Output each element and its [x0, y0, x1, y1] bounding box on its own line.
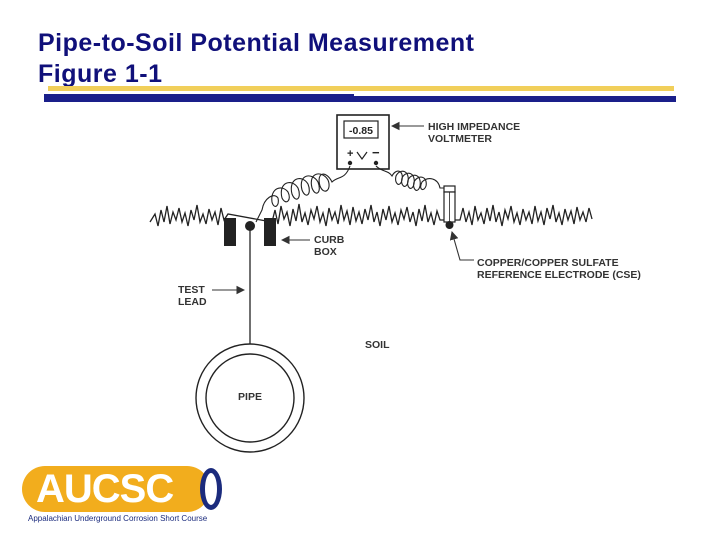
voltmeter-label-line-2: VOLTMETER: [428, 133, 492, 145]
voltmeter-display: [343, 120, 379, 139]
pipe-inner-wall: [205, 353, 295, 443]
curb-box-right-wall: [264, 218, 276, 246]
electrode-label-line-2: REFERENCE ELECTRODE (CSE): [477, 269, 641, 281]
reference-electrode-tip: [445, 221, 454, 229]
electrode-label-line-1: COPPER/COPPER SULFATE: [477, 257, 619, 269]
pipe-label: PIPE: [238, 391, 262, 403]
title-underline-gold: [48, 86, 674, 91]
coiled-test-lead: [255, 165, 351, 223]
title-underline-navy: [44, 96, 676, 102]
soil-label: SOIL: [365, 339, 390, 351]
voltmeter-reading: -0.85: [349, 125, 373, 137]
voltmeter-plus-jack: [347, 160, 353, 166]
title-underline-navy-thin: [44, 94, 354, 96]
curb-box-label-line-1: CURB: [314, 234, 345, 246]
voltmeter-label-line-1: HIGH IMPEDANCE: [428, 121, 520, 133]
logo-tagline: Appalachian Underground Corrosion Short …: [28, 514, 208, 523]
slide-title: Pipe-to-Soil Potential Measurement Figur…: [38, 28, 475, 90]
logo-pill: [22, 466, 210, 512]
voltmeter-minus-jack: [373, 160, 379, 166]
voltmeter-minus-terminal: −: [372, 145, 380, 160]
logo-o-ring: [200, 468, 222, 510]
coiled-electrode-lead: [375, 165, 449, 191]
curb-box-label-line-2: BOX: [314, 246, 337, 258]
reference-electrode-cap: [443, 185, 456, 193]
test-lead-label-line-1: TEST: [178, 284, 205, 296]
voltmeter-plus-terminal: +: [347, 148, 353, 160]
aucsc-logo: AUCSC Appalachian Underground Corrosion …: [22, 462, 222, 526]
test-lead-label-line-2: LEAD: [178, 296, 207, 308]
electrode-pointer-line: [449, 230, 474, 261]
slide-title-line-2: Figure 1-1: [38, 60, 163, 88]
slide-title-line-1: Pipe-to-Soil Potential Measurement: [38, 29, 475, 57]
ground-surface: [149, 203, 593, 227]
voltmeter-check-icon: [356, 151, 368, 161]
logo-wordmark: AUCSC: [36, 467, 174, 511]
curb-box-left-wall: [224, 218, 236, 246]
